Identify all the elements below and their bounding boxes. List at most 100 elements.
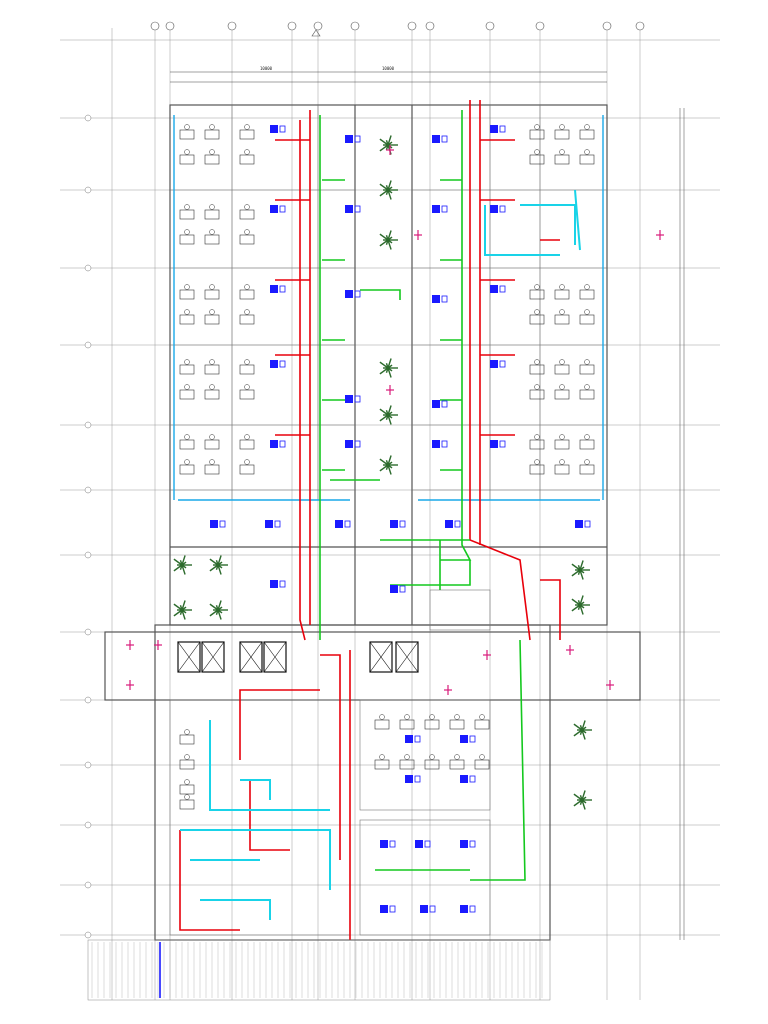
grid-bubble-icon: [635, 21, 645, 31]
chair: [209, 459, 215, 465]
equipment-unit: [345, 205, 353, 213]
tree-symbol-icon: [573, 790, 592, 810]
chair: [209, 309, 215, 315]
equipment-tag: [399, 520, 406, 528]
north-arrow-icon: [311, 29, 321, 37]
drain-branch: [360, 289, 401, 300]
chair: [404, 714, 410, 720]
chair: [379, 754, 385, 760]
equipment-tag: [454, 520, 461, 528]
supply-branch: [484, 205, 560, 256]
tree-branch: [181, 555, 186, 566]
tree-branch: [387, 189, 392, 200]
chair: [184, 434, 190, 440]
tree-branch: [579, 601, 585, 606]
equipment-tag: [469, 840, 476, 848]
grid-bubble-icon: [150, 21, 160, 31]
glazing-lines: [173, 115, 604, 501]
desk: [579, 129, 595, 140]
equipment-unit: [210, 520, 218, 528]
chair: [429, 754, 435, 760]
equipment-tag: [399, 585, 406, 593]
tree-branch: [387, 141, 393, 146]
chair: [534, 149, 540, 155]
tree-symbol-icon: [173, 600, 192, 620]
equipment-unit: [345, 135, 353, 143]
desk: [239, 439, 255, 450]
chair: [244, 309, 250, 315]
chair: [584, 309, 590, 315]
tree-branch: [173, 564, 183, 572]
fire-branch: [320, 654, 341, 860]
water-supply-pipes: [180, 189, 581, 920]
chair: [209, 149, 215, 155]
tree-symbol-icon: [573, 720, 592, 740]
equipment-unit: [460, 840, 468, 848]
tree-symbol-icon: [571, 595, 590, 615]
courtyard-plants: [173, 135, 592, 810]
tree-branch: [379, 408, 389, 416]
chair: [244, 124, 250, 130]
chair: [454, 714, 460, 720]
desk: [529, 314, 545, 325]
tree-branch: [573, 723, 583, 731]
desk: [179, 464, 195, 475]
drain-branch: [390, 560, 471, 586]
equipment-tag: [279, 440, 286, 448]
desk: [579, 389, 595, 400]
tree-branch: [209, 564, 219, 572]
fire-main-riser: [469, 100, 531, 641]
equipment-unit: [270, 580, 278, 588]
fire-branch: [540, 579, 561, 640]
equipment-tag: [414, 775, 421, 783]
desk: [579, 364, 595, 375]
desk: [204, 234, 220, 245]
elevator-cross: [263, 641, 287, 673]
equipment-tag: [424, 840, 431, 848]
elevator-car-icon: [177, 641, 201, 673]
sprinkler-icon: [126, 680, 134, 690]
grid-bubble-icon: [407, 21, 417, 31]
desk: [399, 759, 415, 770]
tree-symbol-icon: [379, 358, 398, 378]
tree-symbol-icon: [571, 560, 590, 580]
desk: [529, 439, 545, 450]
tree-branch: [387, 236, 393, 241]
chair: [559, 149, 565, 155]
chair: [184, 794, 190, 800]
elevator-car-icon: [263, 641, 287, 673]
equipment-unit: [390, 585, 398, 593]
equipment-tag: [344, 520, 351, 528]
chair: [209, 284, 215, 290]
chair: [184, 359, 190, 365]
equipment-tag: [469, 735, 476, 743]
desk: [179, 234, 195, 245]
grid-bubble-icon: [84, 696, 92, 704]
grid-bubble-icon: [84, 421, 92, 429]
desk: [204, 129, 220, 140]
equipment-tag: [441, 400, 448, 408]
tree-branch: [579, 604, 584, 615]
desk: [399, 719, 415, 730]
supply-branch: [240, 779, 271, 800]
desk: [579, 464, 595, 475]
grid-bubble-icon: [84, 264, 92, 272]
tree-branch: [581, 729, 586, 740]
equipment-tag: [219, 520, 226, 528]
fire-main-riser: [299, 120, 306, 641]
tree-branch: [217, 606, 223, 611]
tree-branch: [379, 239, 389, 247]
tree-branch: [217, 561, 223, 566]
tree-symbol-icon: [209, 555, 228, 575]
tree-branch: [579, 560, 584, 571]
fire-branch: [179, 830, 240, 931]
desk: [179, 289, 195, 300]
dimension-strip: 10000 10000: [170, 66, 607, 83]
equipment-unit: [432, 295, 440, 303]
chair: [559, 459, 565, 465]
chair: [454, 754, 460, 760]
elevator-car-icon: [201, 641, 225, 673]
chair: [559, 284, 565, 290]
equipment-unit: [490, 360, 498, 368]
